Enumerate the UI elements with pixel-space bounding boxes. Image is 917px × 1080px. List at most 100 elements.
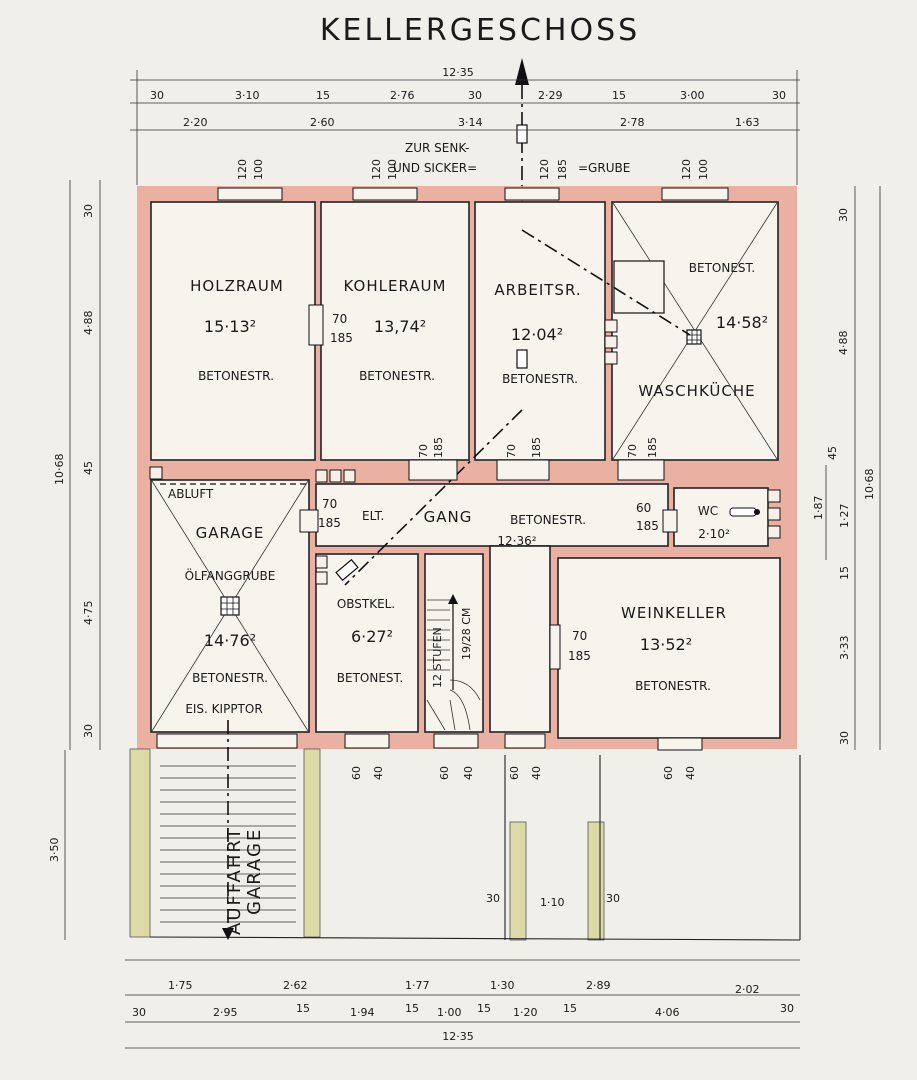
dim-bot-r1-0: 1·75 xyxy=(168,979,193,992)
dim-bot-total: 12·35 xyxy=(442,1030,474,1043)
dim-top-r1-1: 3·10 xyxy=(235,89,260,102)
window-1-top: 120 xyxy=(236,159,249,180)
dim-top-r1-3: 2·76 xyxy=(390,89,415,102)
door-wasch-w: 70 xyxy=(626,444,639,458)
dim-bot-r2-10: 30 xyxy=(780,1002,794,1015)
dim-top-r1-8: 30 xyxy=(772,89,786,102)
sewer-pipe-line xyxy=(335,124,691,586)
window-3-bottom: 185 xyxy=(556,159,569,180)
bwin-1-a: 60 xyxy=(350,766,363,780)
dim-top-r1-4: 30 xyxy=(468,89,482,102)
bwin-2-a: 60 xyxy=(438,766,451,780)
bwin-3-a: 60 xyxy=(508,766,521,780)
door-openings xyxy=(299,304,678,670)
door-garage-gang-h: 185 xyxy=(318,516,341,530)
dim-left-3: 4·75 xyxy=(82,601,95,626)
floor-drain-garage-icon xyxy=(220,596,240,616)
wc-area: 2·10² xyxy=(698,527,730,541)
dim-left-extension: 3·50 xyxy=(48,838,61,863)
sewer-note-line3: =GRUBE xyxy=(578,161,630,175)
arbeitsraum-floor: BETONESTR. xyxy=(502,372,578,386)
dim-right-6: 3·33 xyxy=(838,636,851,661)
toilet-icon xyxy=(729,507,760,517)
dim-top-r1-5: 2·29 xyxy=(538,89,563,102)
door-wc-h: 185 xyxy=(636,519,659,533)
dim-right-2: 45 xyxy=(826,446,839,460)
weinkeller-floor: BETONESTR. xyxy=(635,679,711,693)
dim-bot-r2-1: 2·95 xyxy=(213,1006,238,1019)
dim-bot-r1-5: 2·02 xyxy=(735,983,760,996)
plan-title: KELLERGESCHOSS xyxy=(320,13,640,48)
dim-bot-r2-0: 30 xyxy=(132,1006,146,1019)
garage-name: GARAGE xyxy=(196,524,265,542)
door-kohle-h: 185 xyxy=(432,437,445,458)
window-3-top: 120 xyxy=(538,159,551,180)
gang-area: 12·36² xyxy=(497,534,536,548)
driveway-area xyxy=(129,720,801,941)
stairs-label1: 12 STUFEN xyxy=(431,627,444,688)
dim-bot-r2-6: 15 xyxy=(477,1002,491,1015)
door-wein-h: 185 xyxy=(568,649,591,663)
dimension-lines xyxy=(64,70,881,1049)
gang-elt: ELT. xyxy=(362,509,384,523)
dim-top-r1-7: 3·00 xyxy=(680,89,705,102)
chimney-block xyxy=(613,260,665,314)
bwin-4-a: 60 xyxy=(662,766,675,780)
dim-right-3: 1·87 xyxy=(812,496,825,521)
dim-bot-r2-3: 1·94 xyxy=(350,1006,375,1019)
bwin-3-b: 40 xyxy=(530,766,543,780)
dim-left-2: 45 xyxy=(82,461,95,475)
bwin-2-b: 40 xyxy=(462,766,475,780)
obstkeller-name: OBSTKEL. xyxy=(337,597,395,611)
garage-exhaust: ABLUFT xyxy=(168,487,214,501)
flue-boxes xyxy=(149,319,781,585)
holzraum-name: HOLZRAUM xyxy=(190,277,284,295)
dim-bot-r2-5: 1·00 xyxy=(437,1006,462,1019)
holzraum-area: 15·13² xyxy=(204,317,256,336)
door-garage-gang-w: 70 xyxy=(322,497,337,511)
room-obstkeller xyxy=(315,553,419,733)
dim-top-r1-2: 15 xyxy=(316,89,330,102)
door-holz-kohle-w: 70 xyxy=(332,312,347,326)
dim-right-7: 30 xyxy=(838,731,851,745)
dim-top-r2-4: 1·63 xyxy=(735,116,760,129)
dim-bot-r1-4: 2·89 xyxy=(586,979,611,992)
dim-right-4: 1·27 xyxy=(838,504,851,529)
dim-driveway-2: 30 xyxy=(606,892,620,905)
window-2-top: 120 xyxy=(370,159,383,180)
dim-right-5: 15 xyxy=(838,566,851,580)
gang-name: GANG xyxy=(424,508,473,526)
wc-name: WC xyxy=(698,504,718,518)
dim-bot-r2-2: 15 xyxy=(296,1002,310,1015)
stairs-label2: 19/28 CM xyxy=(460,608,473,660)
obstkeller-area: 6·27² xyxy=(351,627,393,646)
arbeitsraum-name: ARBEITSR. xyxy=(494,281,581,299)
door-wc-w: 60 xyxy=(636,501,651,515)
stair-direction-arrow-icon xyxy=(448,594,458,690)
dim-right-1: 4·88 xyxy=(837,331,850,356)
waschkueche-name: WASCHKÜCHE xyxy=(638,381,755,400)
door-wein-w: 70 xyxy=(572,629,587,643)
driveway-label: AUFFAHRT GARAGE xyxy=(224,826,265,935)
holzraum-floor: BETONESTR. xyxy=(198,369,274,383)
dim-bot-r2-7: 1·20 xyxy=(513,1006,538,1019)
window-4-top: 120 xyxy=(680,159,693,180)
kohleraum-area: 13,74² xyxy=(374,317,426,336)
dim-top-r2-0: 2·20 xyxy=(183,116,208,129)
bottom-windows xyxy=(156,733,703,751)
dim-left-0: 30 xyxy=(82,204,95,218)
door-wasch-h: 185 xyxy=(646,437,659,458)
garage-area: 14·76² xyxy=(204,631,256,650)
door-holz-kohle-h: 185 xyxy=(330,331,353,345)
dim-bot-r2-8: 15 xyxy=(563,1002,577,1015)
dim-right-0: 30 xyxy=(837,208,850,222)
window-1-bottom: 100 xyxy=(252,159,265,180)
weinkeller-area: 13·52² xyxy=(640,635,692,654)
room-stairs xyxy=(424,553,484,733)
floor-drain-waschkueche-icon xyxy=(686,329,702,345)
waschkueche-floor: BETONEST. xyxy=(689,261,756,275)
dim-bot-r2-4: 15 xyxy=(405,1002,419,1015)
gang-floor: BETONESTR. xyxy=(510,513,586,527)
room-gang-lower xyxy=(489,545,551,733)
